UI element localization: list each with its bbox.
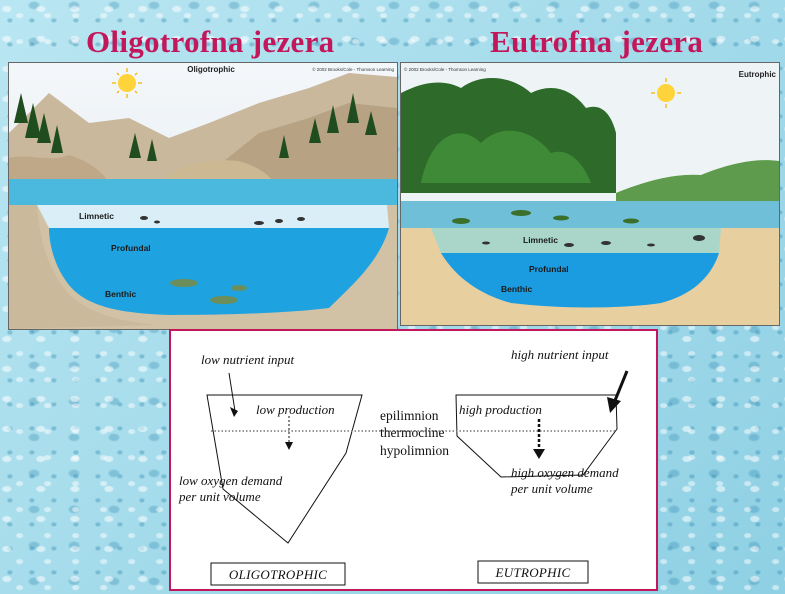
oligotrophic-input-label: low nutrient input (201, 352, 295, 367)
oligotrophic-oxygen-label-2: per unit volume (178, 489, 261, 504)
sinking-arrow-bold (533, 419, 545, 459)
zone-label-benthic: Benthic (501, 284, 532, 294)
oligotrophic-production-label: low production (256, 402, 335, 417)
zone-label-profundal: Profundal (529, 264, 569, 274)
photo-title-eutrophic: Eutrophic (739, 70, 777, 79)
photo-credit: © 2002 Brooks/Cole - Thomson Learning (312, 66, 394, 72)
lake-stratification-diagram: low nutrient input low production low ox… (169, 329, 658, 591)
oligotrophic-basin (207, 395, 362, 543)
oligotrophic-lake-illustration: Oligotrophic © 2002 Brooks/Cole - Thomso… (8, 62, 398, 330)
title-eutrophic-lakes: Eutrofna jezera (490, 24, 703, 60)
zone-label-limnetic: Limnetic (523, 235, 558, 245)
zone-label-benthic: Benthic (105, 289, 136, 299)
zone-label-limnetic: Limnetic (79, 211, 114, 221)
layer-label-hypolimnion: hypolimnion (380, 443, 449, 458)
eutrophic-input-label: high nutrient input (511, 347, 609, 362)
eutrophic-oxygen-label-2: per unit volume (510, 481, 593, 496)
oligotrophic-oxygen-label-1: low oxygen demand (179, 473, 283, 488)
nutrient-input-arrow-bold (607, 371, 627, 413)
zone-label-profundal: Profundal (111, 243, 151, 253)
oligotrophic-type-label: OLIGOTROPHIC (229, 567, 327, 582)
photo-credit: © 2002 Brooks/Cole - Thomson Learning (404, 66, 486, 72)
eutrophic-production-label: high production (459, 402, 542, 417)
photo-title-oligotrophic: Oligotrophic (187, 65, 235, 74)
layer-label-thermocline: thermocline (380, 425, 444, 440)
sinking-arrow (285, 416, 293, 450)
eutrophic-lake-illustration: Eutrophic © 2002 Brooks/Cole - Thomson L… (400, 62, 780, 326)
eutrophic-oxygen-label-1: high oxygen demand (511, 465, 619, 480)
eutrophic-type-label: EUTROPHIC (495, 565, 571, 580)
title-oligotrophic-lakes: Oligotrofna jezera (86, 24, 334, 60)
layer-label-epilimnion: epilimnion (380, 408, 439, 423)
